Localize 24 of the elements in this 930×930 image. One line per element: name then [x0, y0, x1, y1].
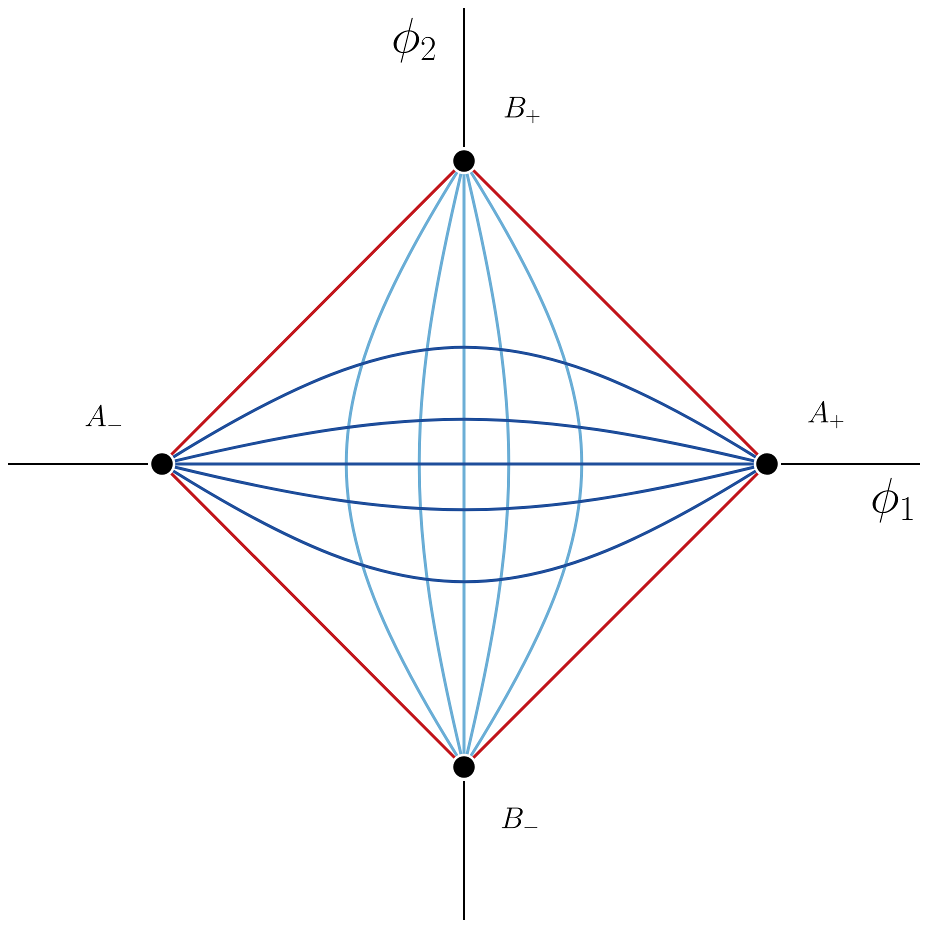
line: [175, 462, 754, 466]
curve: [172, 470, 757, 584]
point-label: $A_{-}$: [86, 404, 122, 426]
dot: [148, 450, 176, 478]
line: [472, 169, 759, 456]
dot: [450, 148, 478, 174]
line: [462, 174, 466, 754]
dot: [754, 450, 780, 478]
curve: [172, 346, 756, 458]
curve: [174, 418, 754, 462]
axis-label: $\phi_{1}$: [872, 478, 913, 523]
curve: [418, 174, 462, 754]
curve: [344, 171, 458, 757]
axis-label: $\phi_{2}$: [394, 18, 435, 63]
point-label: $B_{+}$: [504, 96, 540, 124]
point-label: $A_{+}$: [808, 400, 844, 428]
point-label: $B_{-}$: [502, 808, 538, 828]
curve: [466, 174, 510, 754]
dot: [450, 754, 478, 780]
curve: [174, 466, 754, 512]
curve: [470, 171, 584, 757]
line: [170, 472, 456, 759]
line: [472, 472, 759, 759]
line: [170, 169, 456, 456]
